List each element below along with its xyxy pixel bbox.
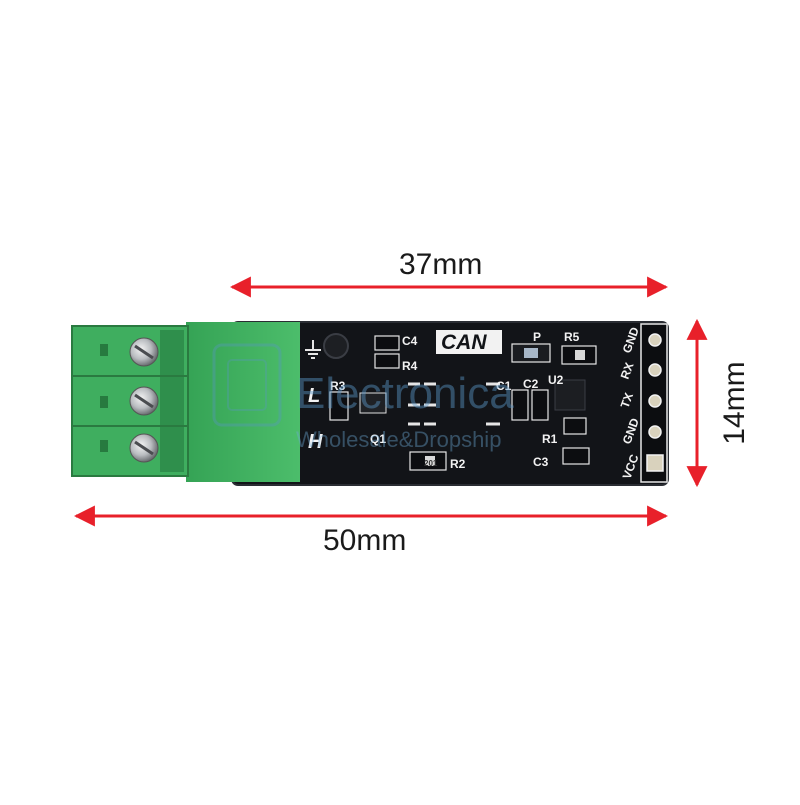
can-label-box — [436, 330, 502, 354]
watermark: Electronica Wholesale&Dropship — [212, 343, 514, 452]
label-c4: C4 — [402, 334, 418, 348]
total-length-label: 50mm — [323, 524, 407, 557]
pin-label-tx: TX — [618, 391, 636, 410]
label-c1: C1 — [496, 379, 512, 393]
label-r4: R4 — [402, 359, 418, 373]
watermark-title: Electronica — [296, 369, 514, 418]
label-r1: R1 — [542, 432, 558, 446]
chip-u2 — [554, 379, 586, 411]
label-q1: Q1 — [370, 432, 386, 446]
bus-label-l: L — [308, 385, 320, 407]
watermark-subtitle: Wholesale&Dropship — [296, 427, 501, 452]
label-u2: U2 — [548, 373, 564, 387]
mounting-hole — [323, 333, 349, 359]
label-r5: R5 — [564, 330, 580, 344]
label-p: P — [533, 330, 541, 344]
ground-symbol-icon — [305, 340, 321, 359]
screw-icons — [129, 337, 159, 463]
label-c3: C3 — [533, 455, 549, 469]
chip-marking: 201 — [424, 459, 438, 468]
label-c2: C2 — [523, 377, 539, 391]
label-r2: R2 — [450, 457, 466, 471]
height-label: 14mm — [718, 361, 751, 445]
pin-holes — [646, 333, 664, 472]
pin-label-rx: RX — [618, 361, 637, 381]
label-r3: R3 — [330, 379, 346, 393]
transistor-q1 — [359, 392, 387, 414]
silk-marks — [408, 382, 500, 426]
pcb-board — [232, 322, 668, 485]
bus-label-h: H — [308, 431, 323, 453]
can-label: CAN — [441, 331, 487, 354]
pcb-length-label: 37mm — [399, 248, 483, 281]
